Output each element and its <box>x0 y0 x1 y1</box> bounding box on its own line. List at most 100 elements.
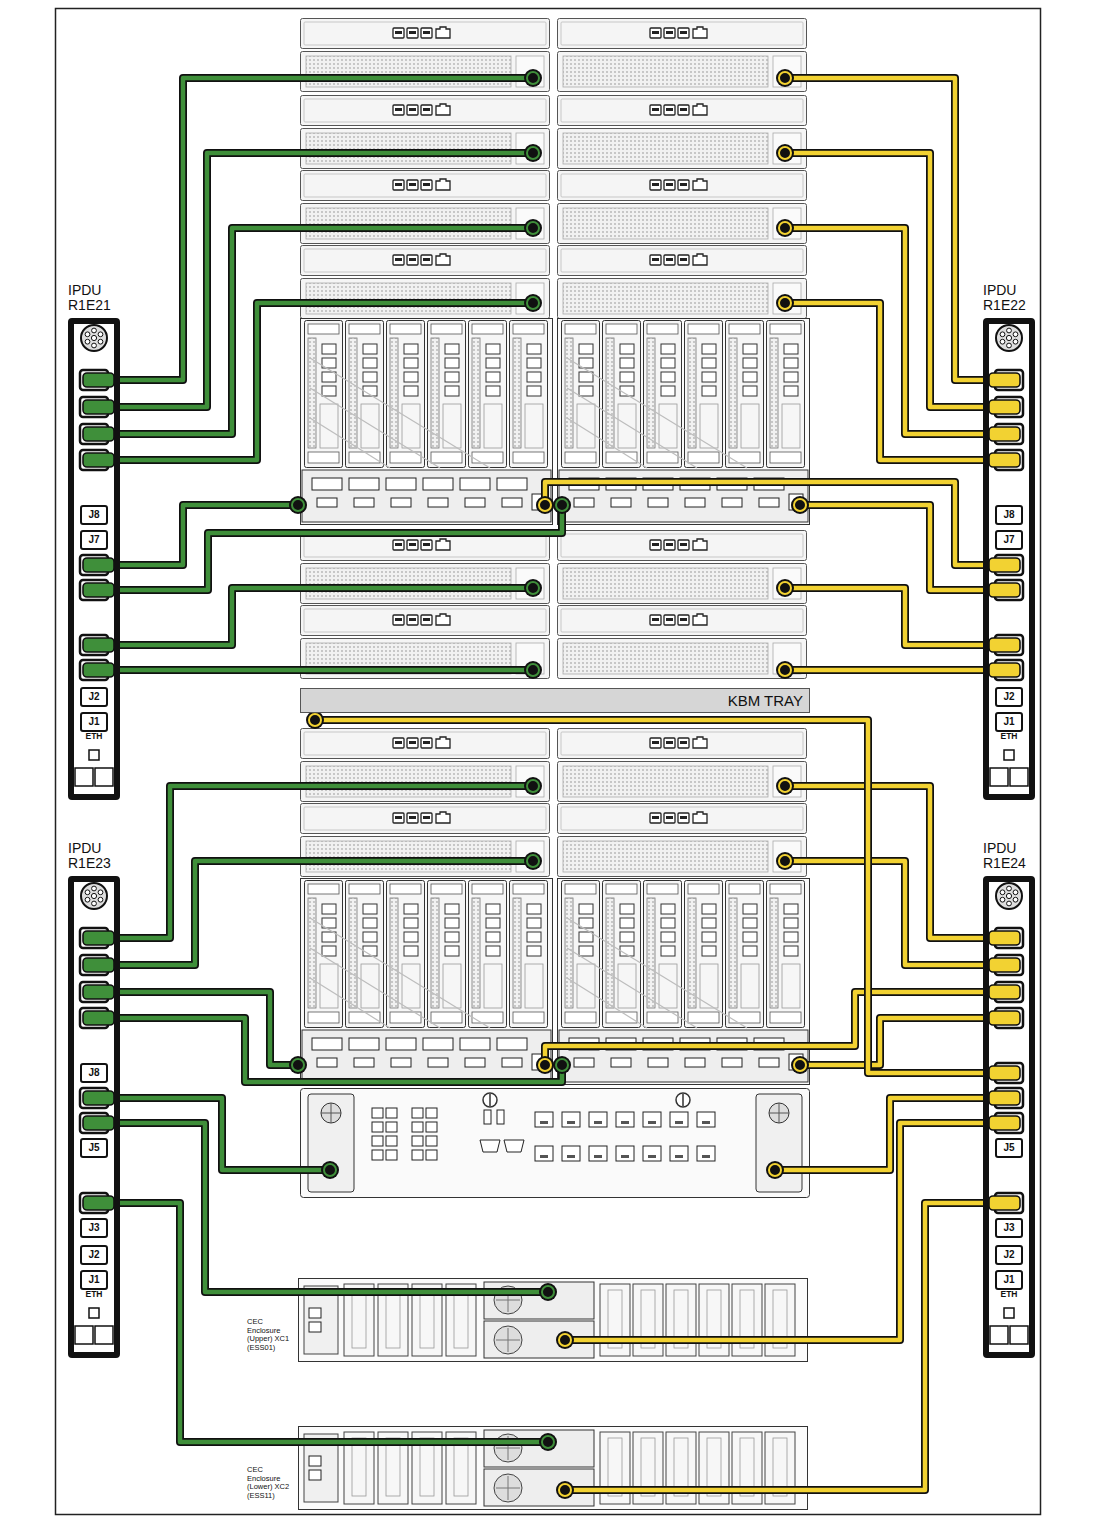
rack-detail <box>589 1146 607 1161</box>
rack-detail <box>372 1108 383 1118</box>
rack-detail <box>301 246 550 319</box>
outlet-label: J5 <box>88 1143 99 1153</box>
rack-detail <box>412 1122 423 1132</box>
power-cable <box>565 1123 983 1340</box>
rack-detail <box>989 982 1023 1002</box>
rack-detail <box>81 883 107 909</box>
rack-detail <box>776 219 794 237</box>
rack-detail <box>412 1150 423 1160</box>
rack-detail <box>80 555 114 575</box>
rack-detail <box>524 294 542 312</box>
rack-detail <box>553 1056 571 1074</box>
rack-detail <box>301 319 553 525</box>
rack-detail <box>558 729 807 802</box>
pdu-fittings <box>75 325 1028 1344</box>
outlet-jack: J1 <box>995 1270 1023 1290</box>
rack-detail <box>621 1155 629 1158</box>
rack-detail <box>989 1008 1023 1028</box>
storage-chassis-group <box>301 319 810 1085</box>
rack-detail <box>594 1121 602 1124</box>
rack-detail <box>556 1331 574 1349</box>
rack-detail <box>989 555 1023 575</box>
rack-detail <box>670 1146 688 1161</box>
outlet-label: J5 <box>1003 1143 1014 1153</box>
rack-detail <box>80 1088 114 1108</box>
rack-detail <box>616 1112 634 1127</box>
rack-detail <box>75 750 113 786</box>
rack-detail <box>553 496 571 514</box>
rack-detail <box>562 1146 580 1161</box>
rack-detail <box>372 1136 383 1146</box>
rack-detail <box>558 96 807 169</box>
outlet-jack: J7 <box>80 530 108 550</box>
rack-detail <box>643 1146 661 1161</box>
outlet-label: J1 <box>88 717 99 727</box>
rack-detail <box>556 1481 574 1499</box>
port-label: ETH <box>79 732 109 741</box>
rack-detail <box>490 1094 683 1106</box>
rack-detail <box>539 1283 557 1301</box>
rack-detail <box>100 78 562 1170</box>
outlet-label: J7 <box>1003 535 1014 545</box>
enclosure-label: CEC Enclosure (Lower) XC2 (ESS11) <box>247 1466 295 1501</box>
rack-detail <box>766 1161 784 1179</box>
cable-sheath <box>565 1123 983 1340</box>
kbm-tray: KBM TRAY <box>300 688 810 713</box>
outlet-label: J1 <box>1003 717 1014 727</box>
outlet-jack: J8 <box>80 1063 108 1083</box>
rack-detail <box>621 1121 629 1124</box>
rack-detail <box>524 69 542 87</box>
rack-detail <box>648 1121 656 1124</box>
rack-detail <box>480 1140 524 1152</box>
rack-detail <box>989 1088 1023 1108</box>
rack-detail <box>80 1193 114 1213</box>
rack-detail <box>536 496 554 514</box>
outlet-label: J7 <box>88 535 99 545</box>
power-wires <box>100 78 1003 1170</box>
rack-detail <box>562 1112 580 1127</box>
ipdu-strip: IPDU R1E23J8J5J3J2J1 <box>68 876 120 1358</box>
rack-detail <box>776 579 794 597</box>
rack-detail <box>386 1108 397 1118</box>
yellow-pdu-plugs <box>989 370 1023 1213</box>
rack-detail <box>301 531 550 604</box>
rack-detail <box>989 370 1023 390</box>
rack-detail <box>545 78 1003 1170</box>
rack-detail <box>791 1056 809 1074</box>
outlet-label: J1 <box>88 1275 99 1285</box>
rack-detail <box>426 1108 437 1118</box>
rack-detail <box>540 1155 548 1158</box>
enclosure-label: CEC Enclosure (Upper) XC1 (ESS01) <box>247 1318 295 1353</box>
rack-detail <box>643 1112 661 1127</box>
rack-detail <box>558 531 807 604</box>
rack-detail <box>301 804 550 877</box>
rack-detail <box>558 171 807 244</box>
rack-detail <box>791 496 809 514</box>
rack-detail <box>80 424 114 444</box>
ipdu-strip: IPDU R1E24J5J3J2J1 <box>983 876 1035 1358</box>
rack-detail <box>301 729 550 802</box>
outlet-label: J2 <box>88 1250 99 1260</box>
rack-detail <box>558 879 810 1085</box>
rack-detail <box>80 580 114 600</box>
rack-detail <box>524 777 542 795</box>
rack-detail <box>996 883 1022 909</box>
cable-core <box>315 713 983 1073</box>
rack-detail <box>648 1155 656 1158</box>
rack-detail <box>80 635 114 655</box>
outlet-jack: J5 <box>80 1138 108 1158</box>
rack-detail <box>372 1122 383 1132</box>
rack-detail <box>80 982 114 1002</box>
outlet-jack: J5 <box>995 1138 1023 1158</box>
cec-enclosure: CEC Enclosure (Lower) XC2 (ESS11) <box>298 1426 808 1510</box>
cable-core <box>120 1123 548 1292</box>
network-switch <box>301 1089 810 1198</box>
rack-detail <box>80 928 114 948</box>
rack-detail <box>372 1150 383 1160</box>
rack-detail <box>776 294 794 312</box>
ipdu-strip: IPDU R1E22J8J7J2J1 <box>983 318 1035 800</box>
outlet-jack: J8 <box>80 505 108 525</box>
outlet-label: J3 <box>88 1223 99 1233</box>
rack-detail <box>589 1112 607 1127</box>
